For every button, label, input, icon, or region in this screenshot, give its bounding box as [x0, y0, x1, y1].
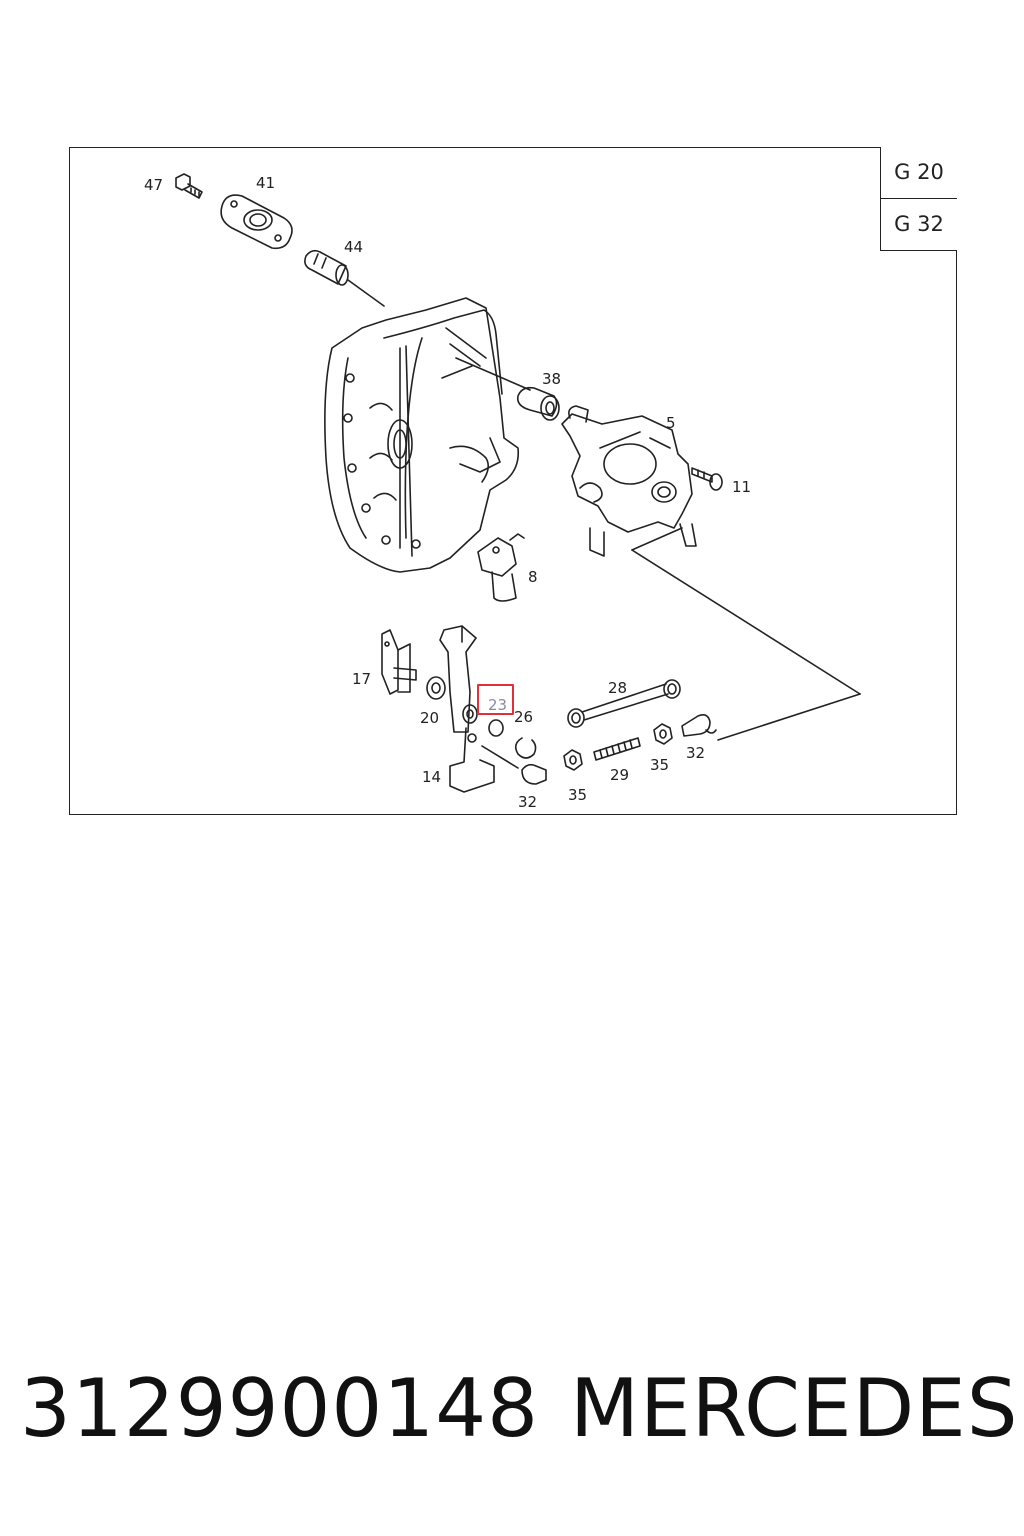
highlight-box: [477, 684, 514, 715]
part-41-flange: [220, 194, 293, 250]
part-38-bushing: [516, 386, 560, 421]
group-code-1: G 20: [894, 160, 944, 184]
callout-44: 44: [344, 238, 363, 256]
callout-35-lower: 35: [568, 786, 587, 804]
part-housing: [324, 297, 531, 573]
callout-28: 28: [608, 679, 627, 697]
callout-11: 11: [732, 478, 751, 496]
callout-17: 17: [352, 670, 371, 688]
part-32-pin: [521, 763, 547, 785]
part-44-plug: [304, 249, 385, 307]
part-17-bracket: [381, 629, 417, 695]
part-23-ring: [488, 719, 504, 737]
group-code-table: G 20 G 32: [880, 147, 957, 251]
part-32-pin-2: [681, 693, 861, 741]
exploded-view: 47 41 44 38 5 11 8 17 20 14 26 28 32 35 …: [144, 173, 861, 811]
callout-38: 38: [542, 370, 561, 388]
callout-32-lower: 32: [518, 793, 537, 811]
part-47-bolt: [175, 173, 203, 199]
part-35-nut-2: [653, 723, 673, 745]
callout-8: 8: [528, 568, 538, 586]
brand-name: MERCEDES: [570, 1362, 1019, 1455]
callout-20: 20: [420, 709, 439, 727]
part-29-stud: [593, 737, 641, 761]
part-35-nut: [563, 749, 583, 771]
part-26-clip: [514, 737, 537, 759]
callout-47: 47: [144, 176, 163, 194]
callout-26: 26: [514, 708, 533, 726]
callout-5: 5: [666, 414, 676, 432]
parts-diagram: 47 41 44 38 5 11 8 17 20 14 26 28 32 35 …: [69, 147, 957, 815]
part-5-shift-housing: [561, 405, 861, 695]
part-20-washer: [426, 676, 446, 700]
part-number: 3129900148: [20, 1362, 539, 1455]
part-28-rod: [567, 679, 681, 728]
callout-32-upper: 32: [686, 744, 705, 762]
callout-29: 29: [610, 766, 629, 784]
group-code-2: G 32: [881, 198, 957, 250]
callout-41: 41: [256, 174, 275, 192]
callout-35-upper: 35: [650, 756, 669, 774]
part-14-lever: [439, 625, 519, 793]
callout-23: 23: [488, 696, 507, 714]
part-11-bolt: [691, 467, 723, 491]
caption: 3129900148 MERCEDES: [0, 1362, 1024, 1472]
callout-14: 14: [422, 768, 441, 786]
part-8-sensor: [477, 533, 525, 602]
